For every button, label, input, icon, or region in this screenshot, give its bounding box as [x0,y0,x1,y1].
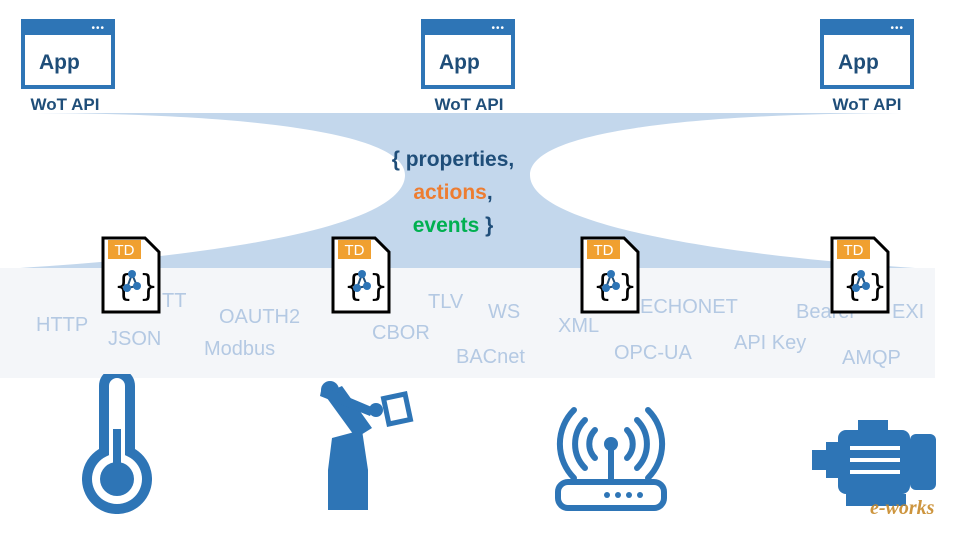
protocol-label: Modbus [204,338,276,360]
thing-description-icon: TD { } [101,236,161,314]
interaction-properties: { properties, [391,148,515,171]
protocol-label: ECHONET [640,296,738,318]
protocol-label: OPC-UA [614,342,692,364]
protocol-label: WS [488,301,521,323]
app-window-right[interactable]: ••• App [820,19,914,89]
thing-description-icon: TD { } [580,236,640,314]
td-label: TD [345,242,365,259]
app-label: App [838,51,879,74]
wot-api-label: WoT API [434,95,504,114]
wot-api-label: WoT API [832,95,902,114]
wot-api-label: WoT API [30,95,100,114]
protocol-label: TT [162,290,187,312]
svg-text:}: } [618,269,637,304]
protocol-label: HTTP [36,314,89,336]
robot-arm-icon [320,381,414,510]
protocol-label: OAUTH2 [219,306,301,328]
wireless-router-icon [555,407,667,511]
protocol-label: API Key [734,332,807,354]
protocol-label: CBOR [372,322,430,344]
thing-description-icon: TD { } [830,236,890,314]
td-label: TD [594,242,614,259]
app-window-center[interactable]: ••• App [421,19,515,89]
td-label: TD [115,242,135,259]
app-window-left[interactable]: ••• App [21,19,115,89]
svg-text:}: } [868,269,887,304]
protocol-label: BACnet [456,346,525,368]
protocol-label: EXI [892,301,925,323]
watermark-logo: e-works [870,497,935,519]
interaction-actions: actions, [413,181,493,204]
svg-text:}: } [369,269,388,304]
interaction-events: events } [412,214,494,237]
td-label: TD [844,242,864,259]
protocol-label: TLV [428,291,464,313]
app-label: App [439,51,480,74]
app-label: App [39,51,80,74]
svg-text:}: } [139,269,158,304]
protocol-label: AMQP [842,347,901,369]
thing-description-icon: TD { } [331,236,391,314]
protocol-label: XML [558,315,600,337]
protocol-label: JSON [108,328,162,350]
thermometer-icon [82,374,152,514]
electric-motor-icon [812,420,936,506]
